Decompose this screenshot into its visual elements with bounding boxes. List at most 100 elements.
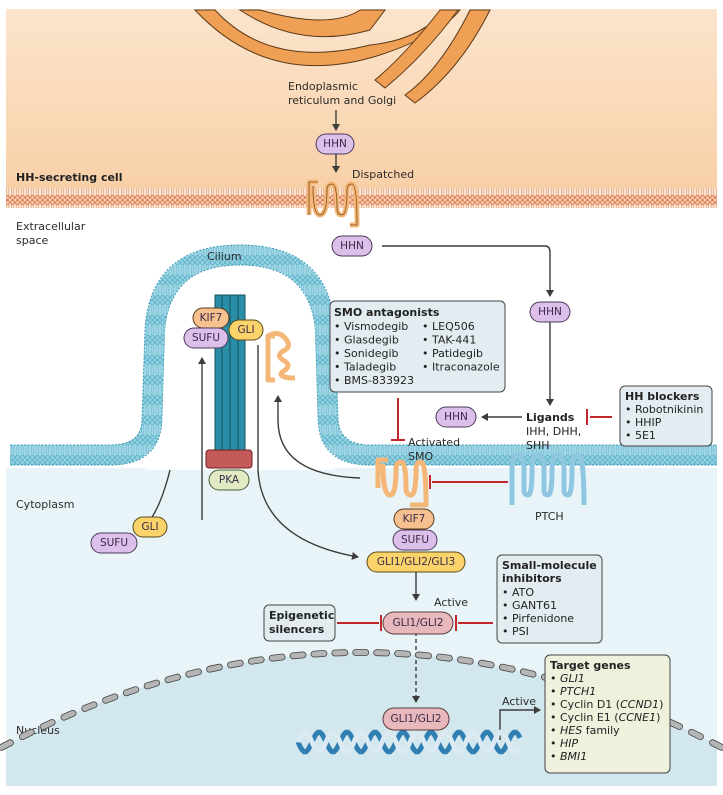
sufu-cytoplasm: SUFU — [90, 532, 138, 554]
nuclear-pore-dash — [457, 656, 474, 665]
svg-text:GLI: GLI — [237, 324, 254, 336]
ligands-line-1: IHH, DHH, — [526, 425, 581, 438]
label-activated-smo-2: SMO — [408, 450, 433, 463]
target-gene-item: • GLI1 — [550, 672, 585, 685]
hh-blockers-box: HH blockers • Robotnikinin• HHIP• 5E1 — [619, 385, 713, 447]
svg-text:PKA: PKA — [219, 474, 240, 486]
label-dispatched: Dispatched — [352, 168, 414, 181]
nuclear-pore-dash — [373, 649, 391, 657]
nuclear-pore-dash — [247, 656, 265, 665]
svg-text:GLI: GLI — [141, 521, 158, 533]
nuclear-pore-dash — [352, 649, 370, 656]
inhibition-lines — [337, 398, 612, 631]
nuclear-pore-dash — [709, 739, 723, 751]
hhn-pill-1: HHN — [315, 133, 355, 155]
nuclear-pore-dash — [102, 693, 119, 704]
svg-text:SUFU: SUFU — [100, 537, 128, 549]
pka-pill: PKA — [208, 469, 250, 491]
svg-text:silencers: silencers — [269, 623, 325, 636]
target-gene-item: • Cyclin E1 (CCNE1) — [550, 711, 660, 724]
gli123-pill: GLI1/GLI2/GLI3 — [366, 551, 466, 573]
svg-text:GLI1/GLI2: GLI1/GLI2 — [390, 713, 441, 725]
label-extracellular-2: space — [16, 234, 49, 247]
svg-text:Target genes: Target genes — [550, 659, 631, 672]
epigenetic-silencers-box: Epigenetic silencers — [263, 604, 336, 642]
nuclear-pore-dash — [331, 649, 349, 657]
label-active-1: Active — [434, 596, 468, 609]
nuclear-pore-dash — [310, 650, 328, 658]
smo-antagonist-item: • Taladegib — [334, 361, 396, 374]
nuclear-pore-dash — [60, 709, 77, 721]
smo-antagonists-box: SMO antagonists • Vismodegib• Glasdegib •… — [329, 300, 506, 393]
ptch-icon — [509, 452, 587, 506]
svg-text:inhibitors: inhibitors — [502, 572, 562, 585]
target-genes-box: Target genes • GLI1• PTCH1• Cyclin D1 (C… — [544, 654, 671, 774]
hh-blocker-item: • 5E1 — [625, 429, 656, 442]
smo-antagonist-item: • BMS-833923 — [334, 374, 414, 387]
target-gene-item: • BMI1 — [550, 750, 587, 763]
svg-text:HHN: HHN — [340, 240, 364, 252]
nuclear-pore-dash — [519, 668, 537, 678]
sufu-cilium: SUFU — [183, 327, 229, 349]
hhn-pill-2: HHN — [331, 235, 373, 257]
nuclear-pore-dash — [415, 651, 432, 660]
kif7-cilium: KIF7 — [192, 307, 230, 329]
svg-text:Epigenetic: Epigenetic — [269, 609, 334, 622]
nuclear-pore-dash — [268, 653, 286, 662]
dna-strand — [295, 729, 523, 755]
svg-text:SUFU: SUFU — [192, 332, 220, 344]
nuclear-pore-dash — [143, 679, 161, 690]
hhn-pill-4: HHN — [435, 406, 477, 428]
smo-antagonist-item: • Vismodegib — [334, 320, 408, 333]
svg-text:SMO antagonists: SMO antagonists — [334, 306, 440, 319]
sufu-smo: SUFU — [392, 529, 438, 551]
cilium-smo-icon — [265, 330, 295, 383]
nuclear-pore-dash — [498, 663, 516, 673]
hhn-pill-3: HHN — [529, 301, 571, 323]
nuclear-pore-dash — [436, 653, 453, 662]
target-gene-item: • HES family — [550, 724, 620, 737]
svg-text:HHN: HHN — [323, 138, 347, 150]
arrows — [145, 110, 554, 740]
svg-text:GLI1/GLI2/GLI3: GLI1/GLI2/GLI3 — [377, 556, 455, 568]
gli12-dna-pill: GLI1/GLI2 — [382, 707, 450, 731]
nuclear-pore-dash — [164, 673, 181, 684]
hh-blocker-item: • Robotnikinin — [625, 403, 703, 416]
secreting-cell-membrane — [6, 188, 717, 208]
nuclear-pore-dash — [289, 651, 307, 660]
activated-smo-icon — [375, 457, 429, 508]
smo-antagonist-item: • Patidegib — [422, 347, 483, 360]
svg-text:GLI1/GLI2: GLI1/GLI2 — [392, 617, 443, 629]
label-er-golgi: Endoplasmic — [288, 80, 358, 93]
dna-helix-icon — [295, 729, 523, 755]
nuclear-pore-dash — [18, 728, 35, 741]
inhibitor-item: • ATO — [502, 586, 534, 599]
target-gene-item: • Cyclin D1 (CCND1) — [550, 698, 663, 711]
svg-text:KIF7: KIF7 — [200, 312, 223, 324]
ligands-line-2: SHH — [526, 439, 550, 452]
svg-text:HH blockers: HH blockers — [625, 390, 700, 403]
hh-blocker-item: • HHIP — [625, 416, 662, 429]
nuclear-pore-dash — [394, 650, 411, 658]
nuclear-pore-dash — [206, 663, 223, 673]
smo-antagonist-item: • LEQ506 — [422, 320, 475, 333]
smo-antagonist-item: • Itraconazole — [422, 361, 500, 374]
nuclear-pore-dash — [39, 719, 56, 731]
svg-text:KIF7: KIF7 — [403, 513, 426, 525]
label-hh-secreting-cell: HH-secreting cell — [16, 171, 122, 184]
gli-cytoplasm: GLI — [132, 516, 168, 538]
nuclear-pore-dash — [185, 668, 202, 678]
inhibitor-item: • Pirfenidone — [502, 612, 574, 625]
ligands-title: Ligands — [526, 411, 575, 424]
gli-cilium: GLI — [228, 319, 264, 341]
smo-antagonist-item: • Glasdegib — [334, 334, 399, 347]
nuclear-pore-dash — [81, 701, 98, 712]
svg-text:SUFU: SUFU — [401, 534, 429, 546]
svg-text:HHN: HHN — [444, 411, 468, 423]
gli12-active-pill: GLI1/GLI2 — [382, 611, 454, 635]
label-er-golgi-2: reticulum and Golgi — [288, 94, 396, 107]
inhibitor-item: • PSI — [502, 625, 529, 638]
golgi-icon — [193, 9, 491, 104]
nuclear-pore-dash — [227, 659, 244, 669]
